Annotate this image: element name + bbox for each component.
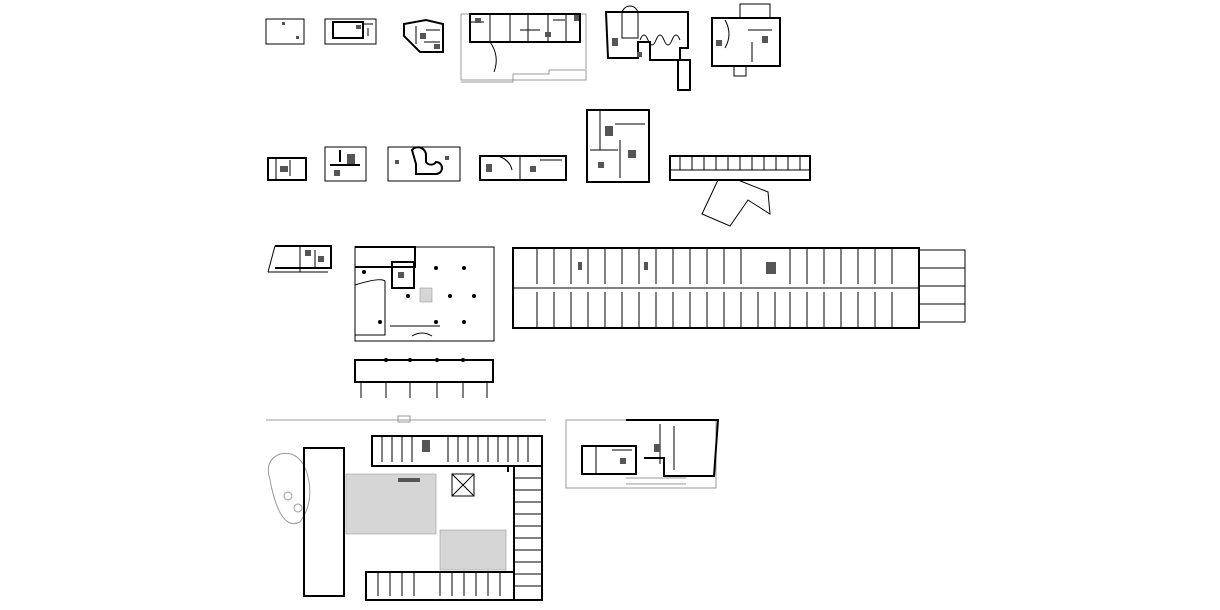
plan-2 [324,18,377,45]
plan-11 [586,109,650,183]
long-corridor-plan [512,247,966,329]
site-plan [266,415,546,601]
plan-12 [669,155,811,227]
plan-1 [265,18,305,45]
plan-8 [324,146,367,182]
plan-7 [267,157,307,181]
plan-13 [267,245,332,273]
plan-4 [460,13,587,83]
facade-elevation [354,358,494,398]
plan-5 [604,5,691,91]
plan-3 [403,18,444,53]
plan-17 [565,419,720,489]
plan-6 [711,3,781,77]
plan-10 [479,155,567,181]
plan-14 [354,246,495,342]
plan-9 [387,146,461,182]
